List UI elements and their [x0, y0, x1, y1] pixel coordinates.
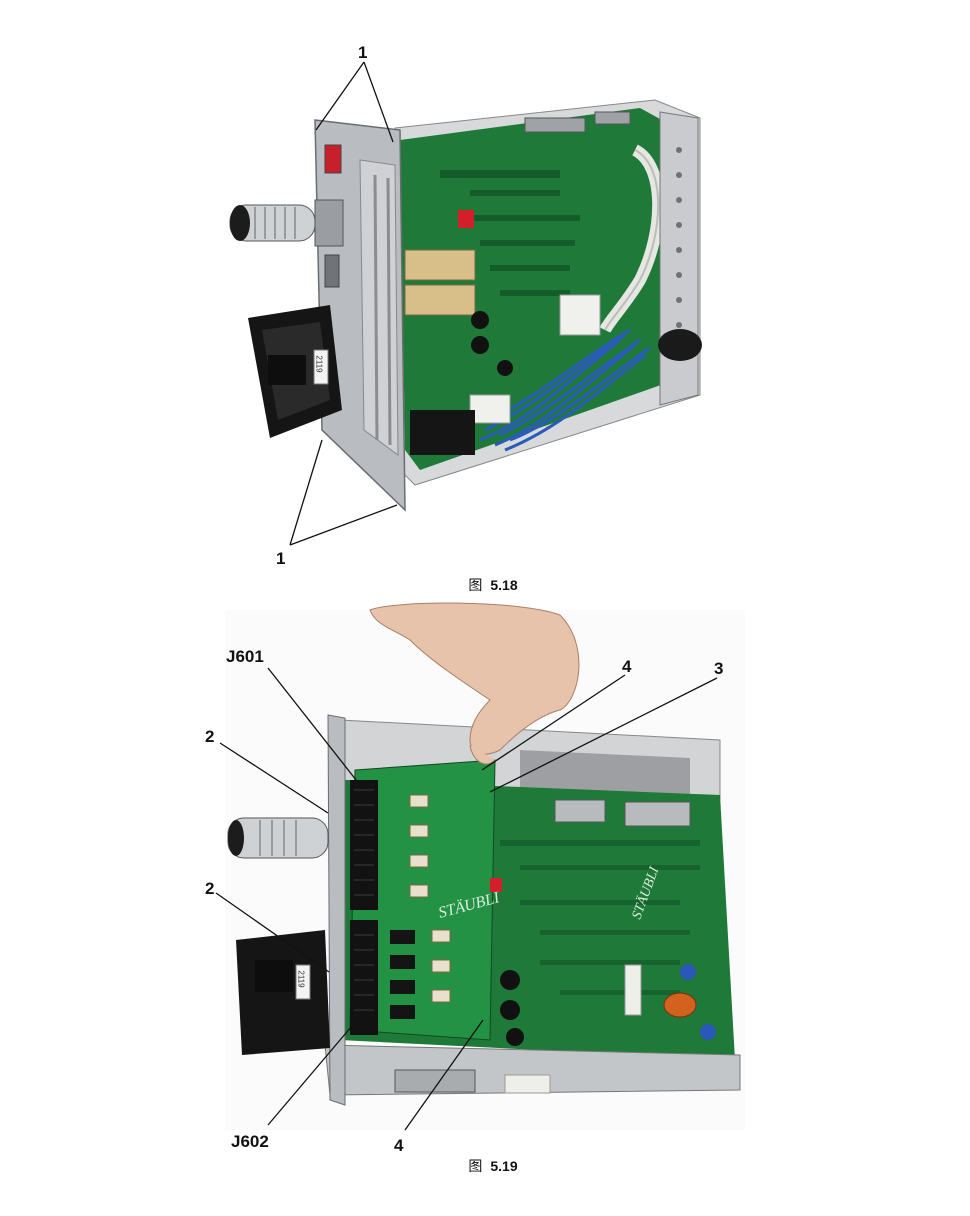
- caption-number: 5.19: [490, 1158, 518, 1174]
- callout-1-bottom: 1: [276, 549, 286, 568]
- callout-1-top: 1: [358, 43, 368, 62]
- controller-module-photo: [229, 99, 702, 512]
- figure-5-19: STÄUBLI STÄUBLI 2119 J601 2 2 4 3 J602 4…: [0, 600, 970, 1216]
- callout-3: 3: [714, 659, 724, 678]
- callout-4-bottom: 4: [394, 1136, 404, 1155]
- figure-caption-5-19: 图 5.19: [393, 1156, 593, 1176]
- callout-4-top: 4: [622, 657, 632, 676]
- sticker-label-fig2: 2119: [296, 970, 306, 988]
- callout-2-lower: 2: [205, 879, 215, 898]
- figure-5-18: 2119 1 1 图 5.18: [0, 0, 970, 600]
- caption-number: 5.18: [490, 577, 518, 593]
- figure-caption-5-18: 图 5.18: [393, 575, 593, 595]
- callout-j602: J602: [231, 1132, 269, 1151]
- callout-j601: J601: [226, 647, 264, 666]
- caption-prefix: 图: [468, 1159, 483, 1175]
- open-controller-board-photo: STÄUBLI STÄUBLI: [225, 602, 745, 1130]
- callout-2-upper: 2: [205, 727, 215, 746]
- sticker-label-fig1: 2119: [314, 355, 324, 373]
- caption-prefix: 图: [468, 578, 483, 594]
